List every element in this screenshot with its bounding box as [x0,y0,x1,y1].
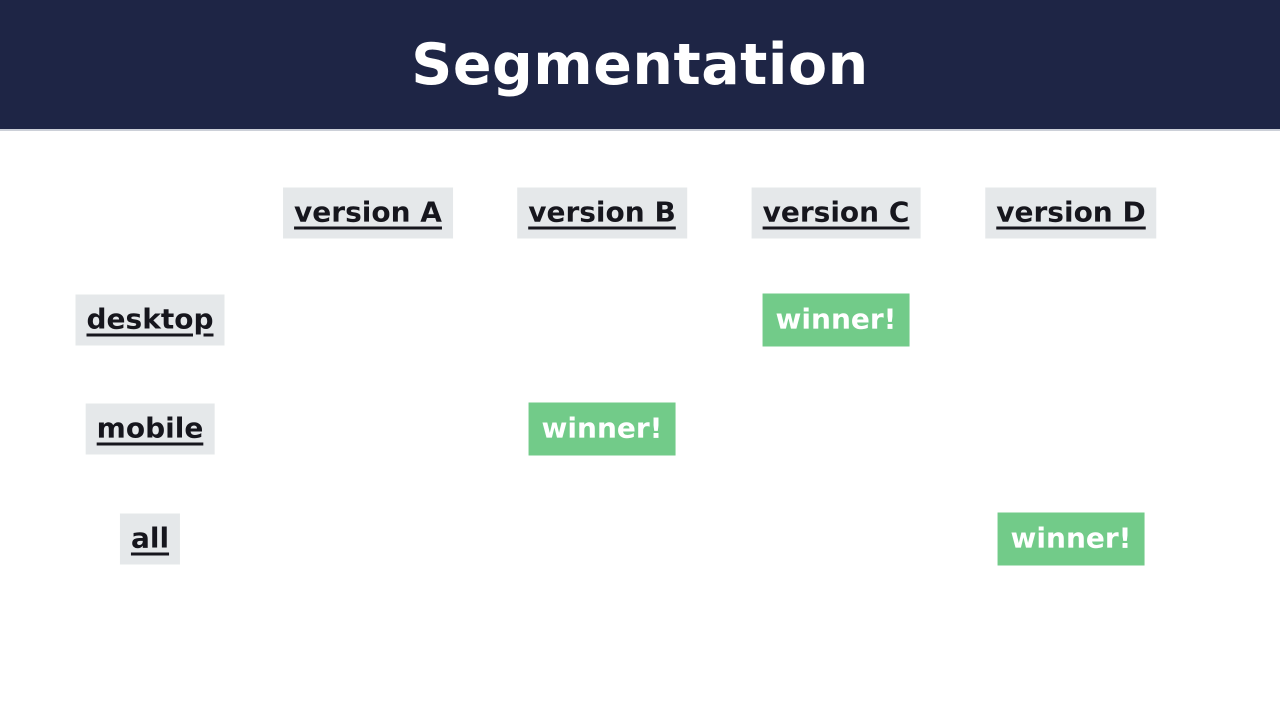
row-header-all: all [119,513,181,565]
column-header-version-d: version D [985,187,1157,239]
column-header-version-a: version A [283,187,453,239]
column-header-version-c: version C [751,187,921,239]
row-header-mobile: mobile [85,403,215,455]
winner-badge-all-version-d: winner! [997,512,1145,566]
row-header-desktop: desktop [75,294,225,346]
title-bar: Segmentation [0,0,1280,131]
segmentation-matrix: version A version B version C version D … [0,131,1280,720]
winner-badge-mobile-version-b: winner! [528,402,676,456]
slide-title: Segmentation [411,31,869,98]
column-header-version-b: version B [517,187,687,239]
winner-badge-desktop-version-c: winner! [762,293,910,347]
